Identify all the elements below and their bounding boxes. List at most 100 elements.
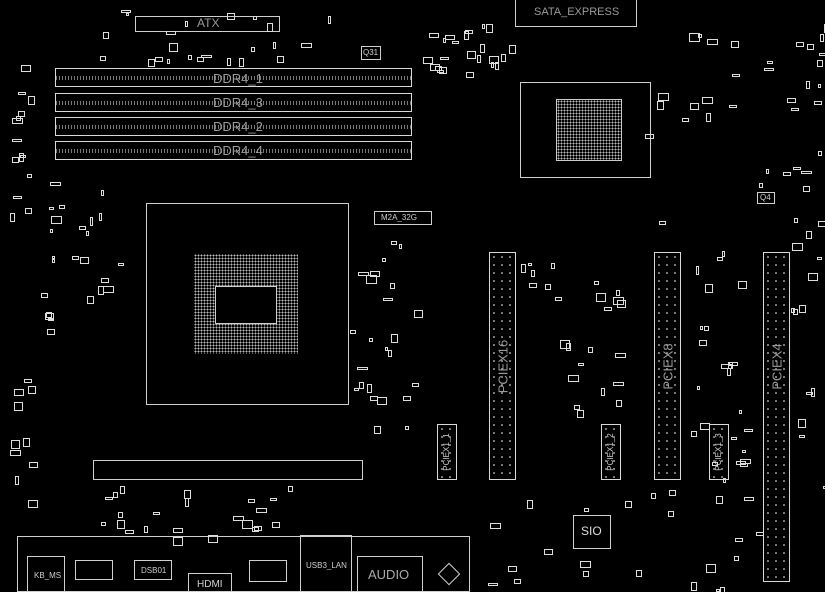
smd-component[interactable] bbox=[716, 496, 724, 505]
smd-component[interactable] bbox=[266, 23, 273, 33]
smd-component[interactable] bbox=[743, 496, 754, 501]
smd-component[interactable] bbox=[624, 500, 632, 508]
smd-component[interactable] bbox=[698, 339, 707, 346]
pciex16-slot[interactable] bbox=[489, 252, 516, 480]
smd-component[interactable] bbox=[47, 328, 56, 335]
smd-component[interactable] bbox=[722, 477, 726, 483]
smd-component[interactable] bbox=[187, 55, 192, 61]
dimm-slot-ddr4-1[interactable] bbox=[55, 68, 412, 87]
smd-component[interactable] bbox=[100, 277, 109, 283]
smd-component[interactable] bbox=[227, 58, 232, 67]
smd-component[interactable] bbox=[405, 426, 410, 431]
smd-component[interactable] bbox=[732, 74, 741, 78]
smd-component[interactable] bbox=[391, 240, 398, 245]
smd-component[interactable] bbox=[398, 244, 402, 250]
smd-component[interactable] bbox=[272, 41, 276, 49]
smd-component[interactable] bbox=[700, 325, 704, 330]
smd-component[interactable] bbox=[755, 531, 764, 536]
smd-component[interactable] bbox=[795, 41, 804, 47]
smd-component[interactable] bbox=[429, 63, 440, 71]
smd-component[interactable] bbox=[695, 265, 699, 275]
smd-component[interactable] bbox=[577, 409, 585, 418]
smd-component[interactable] bbox=[689, 102, 699, 110]
pciex1-2-slot[interactable] bbox=[601, 424, 621, 480]
smd-component[interactable] bbox=[730, 437, 737, 441]
smd-component[interactable] bbox=[513, 578, 521, 584]
smd-component[interactable] bbox=[49, 206, 55, 210]
smd-component[interactable] bbox=[577, 362, 584, 366]
smd-component[interactable] bbox=[507, 565, 517, 572]
smd-component[interactable] bbox=[168, 42, 178, 52]
smd-component[interactable] bbox=[105, 496, 114, 500]
smd-component[interactable] bbox=[287, 485, 293, 492]
smd-component[interactable] bbox=[256, 508, 268, 514]
smd-component[interactable] bbox=[201, 54, 213, 58]
smd-component[interactable] bbox=[816, 256, 822, 260]
smd-component[interactable] bbox=[252, 15, 257, 20]
smd-component[interactable] bbox=[488, 55, 499, 64]
smd-component[interactable] bbox=[350, 330, 356, 335]
smd-component[interactable] bbox=[734, 538, 743, 543]
smd-component[interactable] bbox=[452, 41, 460, 45]
smd-component[interactable] bbox=[703, 326, 709, 332]
smd-component[interactable] bbox=[698, 33, 703, 38]
sio-chip[interactable] bbox=[573, 515, 611, 549]
smd-component[interactable] bbox=[172, 528, 183, 534]
smd-component[interactable] bbox=[40, 293, 48, 299]
smd-component[interactable] bbox=[582, 571, 589, 578]
smd-component[interactable] bbox=[793, 218, 798, 224]
smd-component[interactable] bbox=[566, 342, 571, 351]
smd-component[interactable] bbox=[101, 522, 107, 527]
atx-connector[interactable] bbox=[135, 16, 280, 32]
smd-component[interactable] bbox=[806, 44, 814, 51]
smd-component[interactable] bbox=[13, 402, 23, 412]
smd-component[interactable] bbox=[389, 283, 395, 290]
smd-component[interactable] bbox=[25, 208, 33, 215]
smd-component[interactable] bbox=[272, 522, 281, 529]
smd-component[interactable] bbox=[51, 216, 63, 225]
smd-component[interactable] bbox=[696, 385, 700, 390]
smd-component[interactable] bbox=[495, 61, 500, 70]
pciex8-slot[interactable] bbox=[654, 252, 681, 480]
smd-component[interactable] bbox=[125, 12, 129, 16]
q4-component[interactable] bbox=[757, 192, 775, 204]
smd-component[interactable] bbox=[252, 526, 260, 532]
smd-component[interactable] bbox=[521, 263, 527, 273]
smd-component[interactable] bbox=[792, 243, 804, 252]
smd-component[interactable] bbox=[792, 309, 798, 316]
smd-component[interactable] bbox=[793, 166, 802, 170]
smd-component[interactable] bbox=[508, 44, 516, 54]
smd-component[interactable] bbox=[544, 283, 551, 290]
smd-component[interactable] bbox=[242, 520, 253, 530]
smd-component[interactable] bbox=[366, 275, 378, 285]
smd-component[interactable] bbox=[14, 389, 25, 397]
dimm-slot-ddr4-2[interactable] bbox=[55, 117, 412, 136]
smd-component[interactable] bbox=[86, 231, 90, 236]
smd-component[interactable] bbox=[658, 220, 666, 225]
smd-component[interactable] bbox=[808, 273, 819, 282]
smd-component[interactable] bbox=[763, 67, 774, 71]
smd-component[interactable] bbox=[444, 34, 455, 40]
smd-component[interactable] bbox=[119, 485, 125, 494]
smd-component[interactable] bbox=[354, 388, 360, 392]
smd-component[interactable] bbox=[29, 461, 39, 468]
smd-component[interactable] bbox=[22, 438, 30, 448]
smd-component[interactable] bbox=[668, 510, 675, 517]
smd-component[interactable] bbox=[490, 61, 494, 68]
smd-component[interactable] bbox=[817, 150, 822, 156]
smd-component[interactable] bbox=[787, 98, 797, 104]
smd-component[interactable] bbox=[717, 257, 724, 262]
smd-component[interactable] bbox=[183, 489, 191, 499]
smd-component[interactable] bbox=[12, 196, 22, 200]
smd-component[interactable] bbox=[481, 23, 485, 29]
smd-component[interactable] bbox=[117, 519, 125, 529]
smd-component[interactable] bbox=[357, 271, 369, 276]
smd-component[interactable] bbox=[657, 93, 669, 102]
smd-component[interactable] bbox=[382, 298, 393, 302]
smd-component[interactable] bbox=[18, 92, 27, 96]
smd-component[interactable] bbox=[166, 58, 170, 64]
smd-component[interactable] bbox=[102, 32, 109, 40]
dvi-port[interactable] bbox=[75, 560, 113, 580]
smd-component[interactable] bbox=[356, 367, 368, 371]
